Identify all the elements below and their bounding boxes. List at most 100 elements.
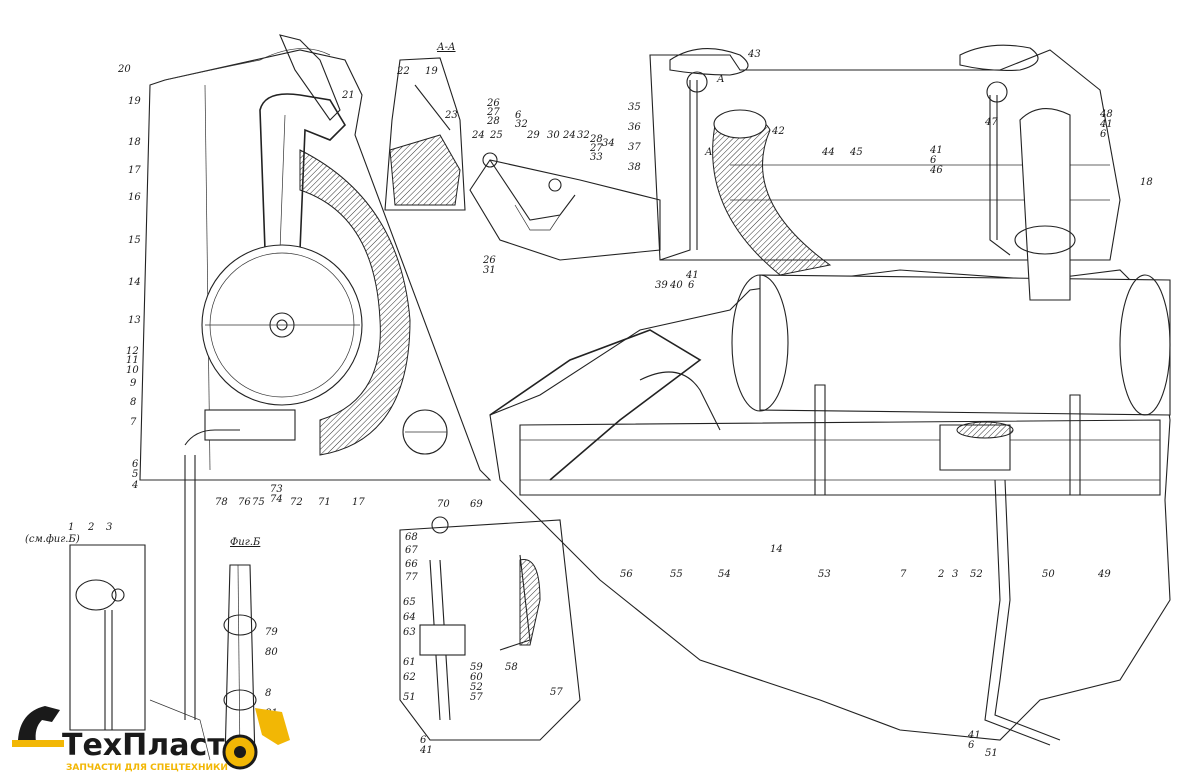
label-13: 13 [128, 315, 141, 326]
label-14: 14 [128, 277, 141, 288]
techplast-logo: ТехПласт ЗАПЧАСТИ ДЛЯ СПЕЦТЕХНИКИ [12, 706, 290, 773]
label-28b: 28 [589, 134, 603, 145]
label-41c: 41 [929, 145, 943, 156]
label-68: 68 [405, 532, 418, 543]
label-4: 4 [131, 480, 138, 491]
label-35: 35 [628, 102, 641, 113]
label-31: 31 [483, 265, 496, 276]
bottom-detail [399, 516, 581, 741]
fig-b [223, 564, 257, 761]
label-41: 41 [685, 270, 699, 281]
label-6f: 6 [968, 740, 975, 751]
right-assembly [489, 44, 1171, 746]
label-48: 48 [1099, 109, 1113, 120]
label-67: 67 [405, 545, 418, 556]
label-8: 8 [130, 397, 136, 408]
label-5: 5 [132, 469, 138, 480]
label-23: 23 [444, 110, 458, 121]
label-53: 53 [818, 569, 831, 580]
label-80: 80 [265, 647, 278, 658]
label-34: 34 [602, 138, 615, 149]
excavator-arm-icon [18, 706, 60, 742]
label-32: 32 [515, 119, 528, 130]
label-7b: 7 [900, 569, 907, 580]
label-77: 77 [405, 572, 418, 583]
label-41d: 41 [967, 730, 981, 741]
label-54: 54 [718, 569, 731, 580]
label-27: 27 [486, 107, 500, 118]
label-24: 24 [471, 130, 485, 141]
label-72: 72 [290, 497, 303, 508]
label-2: 2 [87, 522, 94, 533]
label-3b: 3 [952, 569, 958, 580]
label-see-fig: (см.фиг.Б) [25, 534, 80, 545]
label-46: 46 [929, 165, 943, 176]
label-51: 51 [985, 748, 998, 759]
label-43: 43 [747, 49, 761, 60]
label-22: 22 [396, 66, 410, 77]
label-58: 58 [505, 662, 518, 673]
left-assembly [139, 34, 492, 761]
label-30: 30 [547, 130, 560, 141]
label-20: 20 [117, 64, 131, 75]
label-44: 44 [821, 147, 835, 158]
linkage-assembly [469, 152, 661, 261]
label-18: 18 [128, 137, 141, 148]
label-49: 49 [1097, 569, 1111, 580]
label-55: 55 [670, 569, 683, 580]
label-52: 52 [970, 569, 983, 580]
label-27b: 27 [589, 143, 603, 154]
label-24b: 24 [562, 130, 576, 141]
label-15: 15 [128, 235, 141, 246]
label-a-lower: А [704, 147, 713, 158]
label-1: 1 [68, 522, 74, 533]
label-74: 74 [270, 494, 283, 505]
label-7: 7 [130, 417, 137, 428]
label-2b: 2 [937, 569, 944, 580]
label-8b: 8 [265, 688, 271, 699]
label-10: 10 [126, 365, 139, 376]
label-37: 37 [628, 142, 641, 153]
label-26: 26 [486, 98, 500, 109]
label-36: 36 [628, 122, 641, 133]
label-11: 11 [126, 355, 139, 366]
label-16: 16 [128, 192, 141, 203]
label-28: 28 [486, 116, 500, 127]
label-39: 39 [655, 280, 668, 291]
label-38: 38 [628, 162, 641, 173]
label-12: 12 [126, 346, 139, 357]
label-71: 71 [318, 497, 331, 508]
label-6: 6 [132, 459, 139, 470]
label-70: 70 [437, 499, 450, 510]
label-52b: 52 [470, 682, 483, 693]
label-17: 17 [128, 165, 141, 176]
label-59: 59 [470, 662, 483, 673]
label-45: 45 [849, 147, 863, 158]
label-6c: 6 [688, 280, 695, 291]
label-a-a: А-А [436, 42, 456, 53]
label-47: 47 [984, 117, 998, 128]
label-6d: 6 [1100, 129, 1107, 140]
label-32b: 32 [577, 130, 590, 141]
label-57b: 57 [550, 687, 563, 698]
label-75: 75 [252, 497, 265, 508]
label-6b: 6 [515, 110, 522, 121]
loader-bucket-icon [255, 708, 290, 745]
label-19b: 19 [425, 66, 438, 77]
label-21: 21 [341, 90, 355, 101]
label-69: 69 [470, 499, 483, 510]
label-73: 73 [270, 484, 283, 495]
label-57: 57 [470, 692, 483, 703]
label-76: 76 [238, 497, 251, 508]
label-41e: 41 [419, 745, 433, 756]
label-42: 42 [771, 126, 785, 137]
label-64: 64 [403, 612, 416, 623]
label-66: 66 [405, 559, 418, 570]
label-17b: 17 [352, 497, 365, 508]
label-65: 65 [403, 597, 416, 608]
label-51b: 51 [403, 692, 416, 703]
section-a-a [384, 57, 466, 211]
label-14b: 14 [770, 544, 783, 555]
logo-wordmark: ТехПласт [62, 728, 225, 763]
